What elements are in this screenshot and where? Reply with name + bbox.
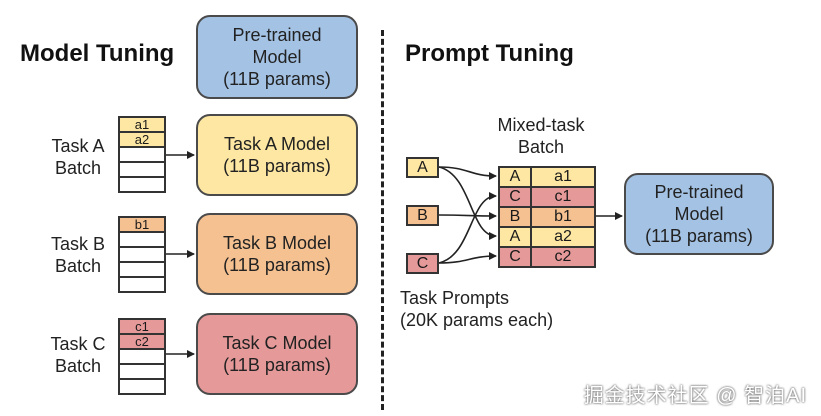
- task-prompts-label: Task Prompts (20K params each): [400, 288, 554, 330]
- prompt-a-box: A: [406, 157, 439, 178]
- task-b-batch-table: b1: [118, 216, 166, 293]
- prompt-b-box: B: [406, 205, 439, 226]
- mixed-row-5-value: c2: [554, 248, 572, 265]
- arrow-prompt-c-row5: [438, 252, 497, 264]
- task-a-batch-label: Task A Batch: [51, 136, 105, 178]
- arrow-prompt-b-row3: [438, 211, 497, 220]
- prompt-c-box: C: [406, 253, 439, 274]
- task-b-row-1: b1: [120, 218, 164, 233]
- pretrained-model-box-right: Pre-trained Model (11B params): [624, 173, 774, 255]
- task-a-model-box: Task A Model (11B params): [196, 114, 358, 196]
- mixed-row-2-key: C: [500, 188, 532, 206]
- task-b-row-5: [120, 278, 164, 293]
- task-b-batch-label: Task B Batch: [50, 234, 106, 276]
- task-c-row-2: c2: [120, 335, 164, 350]
- task-a-row-2: a2: [120, 133, 164, 148]
- task-c-batch-label: Task C Batch: [50, 334, 106, 376]
- mixed-row-3-key: B: [500, 208, 532, 226]
- section-divider: [381, 30, 384, 410]
- mixed-row-1-key: A: [500, 168, 532, 186]
- arrow-prompt-a-row1: [438, 166, 497, 180]
- task-c-row-4: [120, 365, 164, 380]
- task-a-row-1: a1: [120, 118, 164, 133]
- task-c-model-box: Task C Model (11B params): [196, 313, 358, 395]
- watermark: 掘金技术社区 @ 智泊AI: [583, 385, 807, 407]
- task-a-row-4: [120, 163, 164, 178]
- mixed-row-2-value: c1: [554, 188, 572, 205]
- task-a-batch-table: a1 a2: [118, 116, 166, 193]
- task-b-row-3: [120, 248, 164, 263]
- mixed-row-4-value: a2: [554, 228, 572, 245]
- task-c-row-1: c1: [120, 320, 164, 335]
- task-b-model-box: Task B Model (11B params): [196, 213, 358, 295]
- mixed-row-5-key: C: [500, 248, 532, 266]
- mixed-row-4-key: A: [500, 228, 532, 246]
- mixed-row-1-value: a1: [554, 168, 572, 185]
- task-a-row-3: [120, 148, 164, 163]
- mixed-row-3-value: b1: [554, 208, 572, 225]
- mixed-task-batch-label: Mixed-task Batch: [497, 115, 585, 157]
- arrow-prompt-c-row2: [438, 192, 497, 264]
- task-b-row-4: [120, 263, 164, 278]
- prompt-tuning-title: Prompt Tuning: [405, 40, 574, 67]
- task-c-row-3: [120, 350, 164, 365]
- model-tuning-title: Model Tuning: [20, 40, 175, 67]
- task-b-row-2: [120, 233, 164, 248]
- pretrained-model-box-left: Pre-trained Model (11B params): [196, 15, 358, 99]
- task-a-row-5: [120, 178, 164, 193]
- task-c-row-5: [120, 380, 164, 395]
- arrow-prompt-a-row4: [438, 166, 497, 240]
- task-c-batch-table: c1 c2: [118, 318, 166, 395]
